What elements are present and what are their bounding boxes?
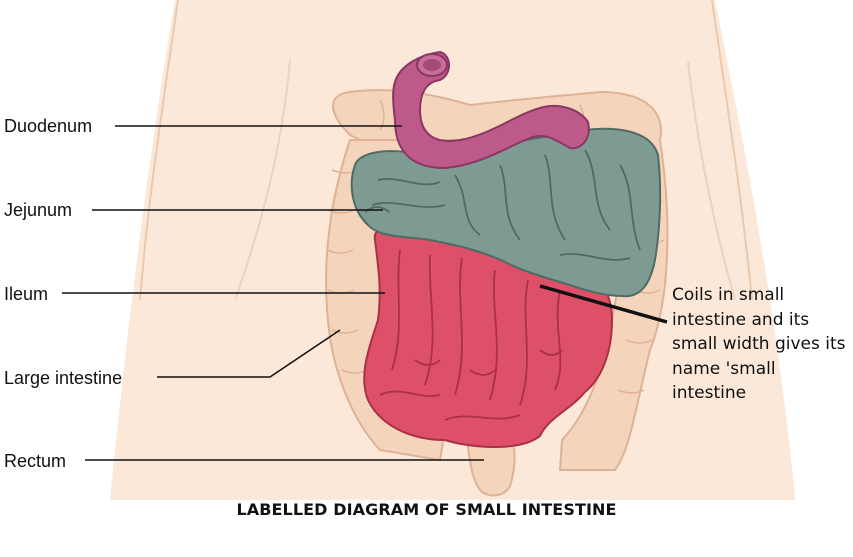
hip-crease-right xyxy=(687,61,736,301)
ileum xyxy=(363,224,614,448)
label-rectum: Rectum xyxy=(4,451,67,471)
diagram-caption: LABELLED DIAGRAM OF SMALL INTESTINE xyxy=(236,500,617,519)
coils-annotation: Coils in small intestine and its small w… xyxy=(672,285,846,403)
label-ileum: Ileum xyxy=(4,284,49,304)
torso-outline-right xyxy=(711,0,753,301)
leader-line-coils-note xyxy=(539,284,668,324)
label-large-intestine: Large intestine xyxy=(4,368,123,388)
label-duodenum: Duodenum xyxy=(4,116,93,136)
hip-crease-left xyxy=(234,59,291,301)
leader-line-large-intestine xyxy=(157,329,341,378)
torso-outline-left xyxy=(139,0,179,301)
duodenum xyxy=(392,50,590,170)
label-jejunum: Jejunum xyxy=(4,200,73,220)
